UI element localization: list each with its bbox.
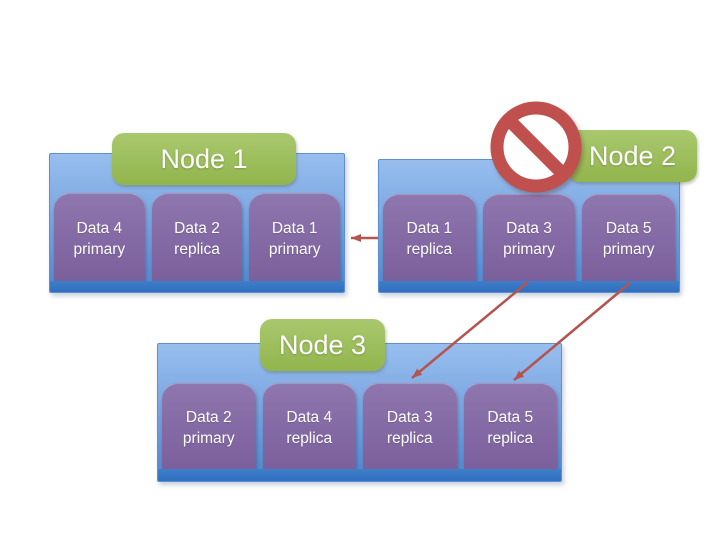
shard-name: Data 5 [605,220,652,237]
shard-data-5-primary: Data 5 primary [582,194,676,283]
node-2-label: Node 2 [568,130,697,182]
shard-name: Data 3 [386,408,433,426]
node-2-pedestal [379,281,679,292]
shard-name: Data 5 [487,408,534,426]
shard-name: Data 2 [185,408,232,426]
shard-data-2-primary: Data 2 primary [162,383,256,471]
node-2-title: Node 2 [588,140,677,171]
shard-data-4-primary: Data 4 primary [54,193,145,283]
node-3-shard-row: Data 2 primary Data 4 replica Data 3 rep… [162,383,557,471]
shard-role: replica [174,240,220,258]
shard-role: primary [73,240,126,258]
shard-role: primary [503,241,555,258]
shard-name: Data 4 [76,219,123,237]
node-2-shard-row: Data 1 replica Data 3 primary Data 5 pri… [383,194,676,283]
shard-name: Data 1 [406,220,453,237]
node-3-pedestal [158,469,561,481]
shard-name: Data 4 [286,408,333,426]
shard-role: primary [182,429,235,447]
shard-name: Data 1 [271,219,318,237]
shard-role: replica [386,429,433,447]
shard-name: Data 2 [174,219,220,237]
shard-role: primary [602,241,655,258]
shard-name: Data 3 [506,220,552,237]
node-1-title: Node 1 [160,143,248,174]
shard-data-4-replica: Data 4 replica [262,383,356,471]
node-1-shard-row: Data 4 primary Data 2 replica Data 1 pri… [54,193,341,283]
shard-role: primary [268,240,321,258]
shard-data-1-primary: Data 1 primary [249,193,341,283]
node-3-label: Node 3 [260,319,385,371]
shard-data-2-replica: Data 2 replica [151,193,243,283]
shard-data-3-replica: Data 3 replica [363,383,457,471]
shard-role: replica [487,429,534,447]
node-3-title: Node 3 [278,329,367,360]
shard-role: replica [406,241,453,258]
shard-data-3-primary: Data 3 primary [482,194,576,283]
shard-role: replica [286,429,333,447]
node-1-label: Node 1 [112,133,296,185]
shard-data-5-replica: Data 5 replica [463,383,557,471]
node-1-pedestal [50,281,344,292]
no-entry-icon [490,101,582,193]
shard-data-1-replica: Data 1 replica [383,194,476,283]
